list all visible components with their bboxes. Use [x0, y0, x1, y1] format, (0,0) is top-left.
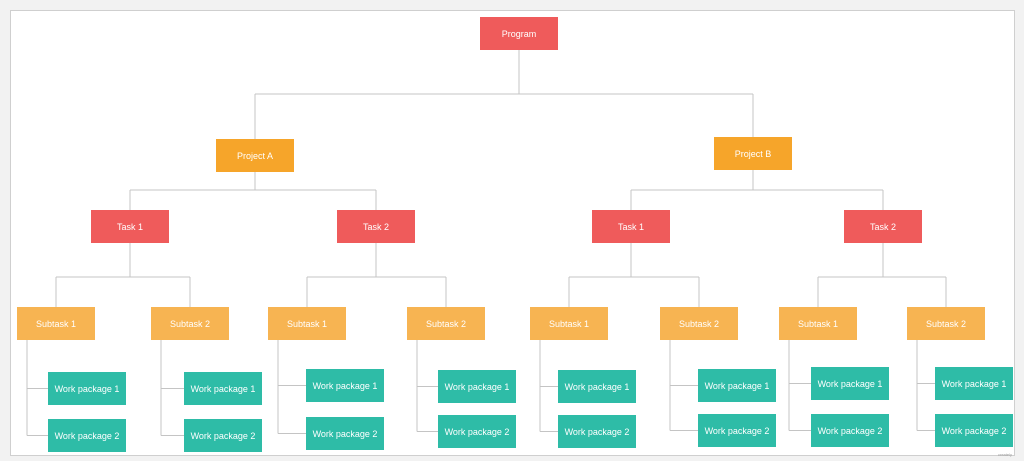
- work-package-node[interactable]: Work package 1: [558, 370, 636, 403]
- work-package-node[interactable]: Work package 2: [306, 417, 384, 450]
- work-package-node[interactable]: Work package 2: [184, 419, 262, 452]
- work-package-node[interactable]: Work package 1: [935, 367, 1013, 400]
- work-package-node[interactable]: Work package 2: [935, 414, 1013, 447]
- subtask-node[interactable]: Subtask 2: [660, 307, 738, 340]
- work-package-node[interactable]: Work package 1: [811, 367, 889, 400]
- task-node[interactable]: Task 2: [844, 210, 922, 243]
- subtask-node[interactable]: Subtask 2: [407, 307, 485, 340]
- subtask-node[interactable]: Subtask 1: [268, 307, 346, 340]
- work-package-node[interactable]: Work package 1: [306, 369, 384, 402]
- work-package-node[interactable]: Work package 2: [48, 419, 126, 452]
- task-node[interactable]: Task 1: [91, 210, 169, 243]
- watermark: creately: [997, 452, 1012, 457]
- subtask-node[interactable]: Subtask 2: [907, 307, 985, 340]
- subtask-node[interactable]: Subtask 1: [17, 307, 95, 340]
- program-node[interactable]: Program: [480, 17, 558, 50]
- work-package-node[interactable]: Work package 1: [698, 369, 776, 402]
- work-package-node[interactable]: Work package 2: [558, 415, 636, 448]
- work-package-node[interactable]: Work package 1: [184, 372, 262, 405]
- task-node[interactable]: Task 2: [337, 210, 415, 243]
- work-package-node[interactable]: Work package 2: [811, 414, 889, 447]
- subtask-node[interactable]: Subtask 1: [530, 307, 608, 340]
- work-package-node[interactable]: Work package 1: [438, 370, 516, 403]
- project-node[interactable]: Project B: [714, 137, 792, 170]
- work-package-node[interactable]: Work package 1: [48, 372, 126, 405]
- work-package-node[interactable]: Work package 2: [698, 414, 776, 447]
- subtask-node[interactable]: Subtask 2: [151, 307, 229, 340]
- task-node[interactable]: Task 1: [592, 210, 670, 243]
- project-node[interactable]: Project A: [216, 139, 294, 172]
- subtask-node[interactable]: Subtask 1: [779, 307, 857, 340]
- work-package-node[interactable]: Work package 2: [438, 415, 516, 448]
